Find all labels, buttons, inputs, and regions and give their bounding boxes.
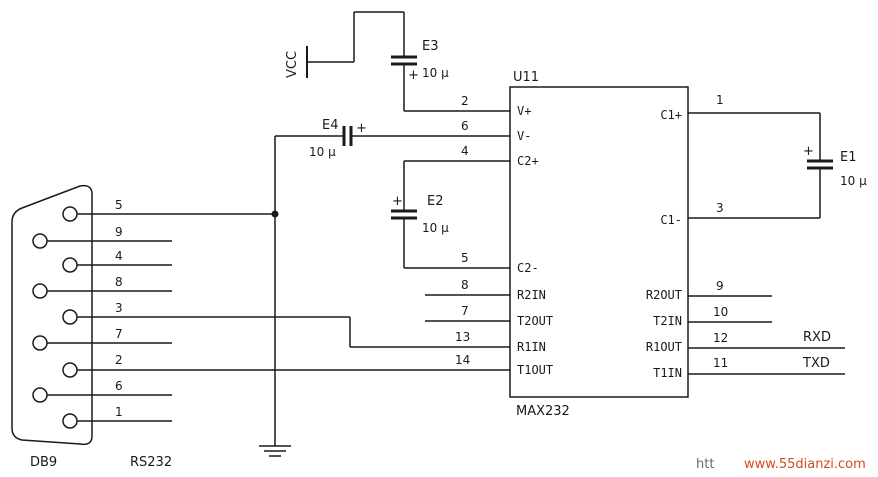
ic-pin-label: R2OUT (646, 288, 682, 302)
db9-pin-number: 1 (115, 405, 123, 419)
ic-pin-label: R1OUT (646, 340, 682, 354)
capacitor-e3-polarity: + (408, 68, 419, 83)
db9-pin-circle (62, 206, 78, 222)
vcc-label: VCC (285, 51, 300, 78)
ic-pin-label: V- (517, 129, 531, 143)
capacitor-e4 (275, 126, 510, 146)
ic-pin-label: T2OUT (517, 314, 553, 328)
ic-pin-label: R2IN (517, 288, 546, 302)
db9-pin-circle (32, 233, 48, 249)
ic-pin-number: 8 (461, 278, 469, 292)
vcc-e3-net (306, 11, 510, 112)
db9-pin-number: 6 (115, 379, 123, 393)
capacitor-e3-name: E3 (422, 39, 439, 54)
ic-pin-label: C2- (517, 261, 539, 275)
capacitor-e3-value: 10 μ (422, 66, 449, 80)
ic-pin-number: 14 (455, 353, 470, 367)
db9-label: DB9 (30, 455, 57, 470)
db9-pin-circle (62, 413, 78, 429)
db9-pin-number: 4 (115, 249, 123, 263)
ic-pin-label: T1IN (653, 366, 682, 380)
ic-pin-number: 13 (455, 330, 470, 344)
db9-pin-circle (62, 309, 78, 325)
ic-pin-number: 11 (713, 356, 728, 370)
ic-pin-label: V+ (517, 104, 531, 118)
ground-net (259, 136, 291, 457)
ic-pin-label: T2IN (653, 314, 682, 328)
ic-pin-number: 9 (716, 279, 724, 293)
max232-chip (509, 86, 689, 398)
ic-pin-label: C1+ (660, 108, 682, 122)
db9-pin-circle (62, 257, 78, 273)
db9-pin-number: 9 (115, 225, 123, 239)
db9-shell (11, 184, 93, 446)
capacitor-e2-polarity: + (392, 194, 403, 209)
db9-pin-circle (62, 362, 78, 378)
watermark-site[interactable]: www.55dianzi.com (744, 457, 866, 472)
db9-pin-circle (32, 335, 48, 351)
ic-pin-number: 2 (461, 94, 469, 108)
db9-pin-number: 5 (115, 198, 123, 212)
capacitor-e1-name: E1 (840, 150, 857, 165)
junction-dot (271, 210, 279, 218)
db9-pin-number: 7 (115, 327, 123, 341)
ic-pin-label: T1OUT (517, 363, 553, 377)
ic-part: MAX232 (516, 404, 570, 419)
ic-pin-number: 6 (461, 119, 469, 133)
rxd-label: RXD (803, 330, 831, 345)
capacitor-e4-value: 10 μ (309, 145, 336, 159)
capacitor-e1-value: 10 μ (840, 174, 867, 188)
db9-pin-number: 8 (115, 275, 123, 289)
capacitor-e2-value: 10 μ (422, 221, 449, 235)
capacitor-e1-polarity: + (803, 144, 814, 159)
capacitor-e1 (688, 112, 833, 219)
db9-pin-number: 3 (115, 301, 123, 315)
capacitor-e2-name: E2 (427, 194, 444, 209)
ic-pin-number: 5 (461, 251, 469, 265)
ic-pin-label: R1IN (517, 340, 546, 354)
capacitor-e4-name: E4 (322, 118, 339, 133)
ic-pin-number: 1 (716, 93, 724, 107)
watermark-prefix: htt (696, 457, 714, 472)
ic-pin-number: 7 (461, 304, 469, 318)
txd-label: TXD (802, 356, 830, 371)
rs232-label: RS232 (130, 455, 172, 470)
db9-pin-number: 2 (115, 353, 123, 367)
db9-leads (47, 213, 510, 422)
ic-ref: U11 (513, 70, 539, 85)
capacitor-e4-polarity: + (356, 121, 367, 136)
ic-pin-number: 3 (716, 201, 724, 215)
ic-pin-number: 12 (713, 331, 728, 345)
ic-pin-number: 4 (461, 144, 469, 158)
db9-pin-circle (32, 283, 48, 299)
ic-pin-label: C2+ (517, 154, 539, 168)
db9-pin-circle (32, 387, 48, 403)
ic-pin-label: C1- (660, 213, 682, 227)
db9-connector (11, 184, 93, 446)
capacitor-e2 (391, 160, 510, 269)
ic-pin-number: 10 (713, 305, 728, 319)
